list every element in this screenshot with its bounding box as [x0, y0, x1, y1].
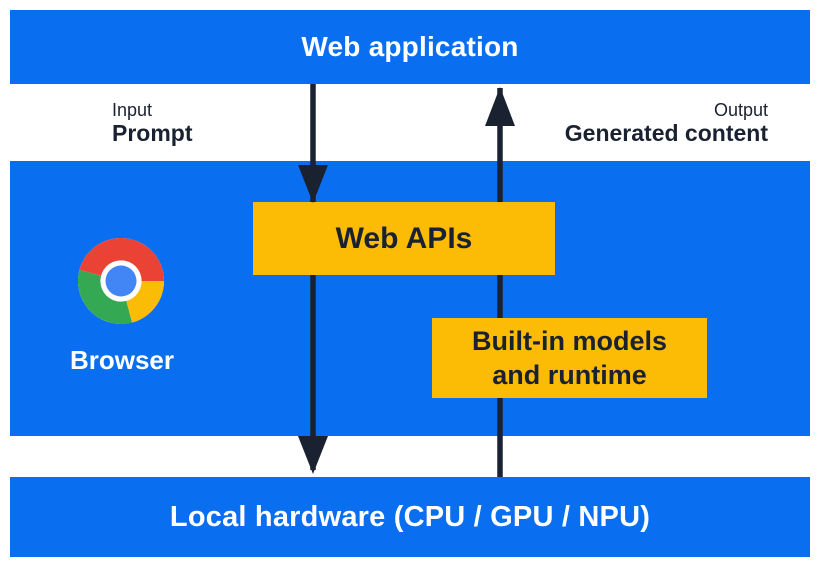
- input-label-group: Input Prompt: [112, 99, 193, 146]
- builtin-models-box: Built-in models and runtime: [432, 318, 707, 398]
- output-sublabel: Generated content: [564, 120, 768, 146]
- web-apis-box: Web APIs: [253, 202, 555, 275]
- builtin-models-label-line2: and runtime: [492, 360, 647, 390]
- builtin-models-label-line1: Built-in models: [472, 326, 667, 356]
- web-application-label: Web application: [301, 31, 519, 62]
- local-hardware-label: Local hardware (CPU / GPU / NPU): [169, 500, 651, 533]
- output-label: Output: [713, 100, 768, 120]
- up-arrowhead-web-application: [485, 87, 515, 126]
- web-apis-label: Web APIs: [335, 221, 473, 255]
- output-label-group: Output Generated content: [565, 99, 768, 146]
- input-sublabel: Prompt: [112, 120, 193, 146]
- down-arrowhead-local-hardware: [298, 436, 328, 474]
- chrome-logo-icon: [78, 238, 164, 324]
- browser-label: Browser: [69, 345, 175, 375]
- input-label: Input: [112, 100, 153, 120]
- web-application-bar: Web application: [10, 10, 810, 84]
- local-hardware-bar: Local hardware (CPU / GPU / NPU): [10, 477, 810, 557]
